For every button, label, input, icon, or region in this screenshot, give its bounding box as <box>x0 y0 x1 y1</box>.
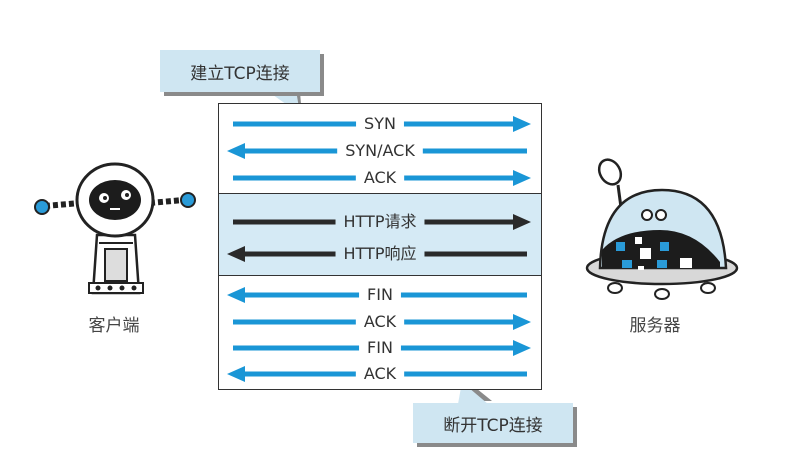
arrow-head <box>513 214 531 230</box>
server-robot-icon <box>585 158 739 300</box>
arrow-head <box>513 314 531 330</box>
message-row: FIN <box>219 336 541 360</box>
arrow-fin-1 <box>227 287 527 303</box>
callout-terminate-tcp: 断开TCP连接 <box>413 403 573 443</box>
arrow-http-request <box>233 214 531 230</box>
arrow-fin-2 <box>233 340 531 356</box>
arrow-head <box>227 246 245 262</box>
callout-establish-tcp: 建立TCP连接 <box>160 50 320 92</box>
message-row: ACK <box>219 166 541 190</box>
message-row: SYN <box>219 112 541 136</box>
message-row: ACK <box>219 362 541 386</box>
arrow-head <box>513 170 531 186</box>
arrow-head <box>227 366 245 382</box>
callout-terminate-text: 断开TCP连接 <box>443 415 543 436</box>
arrow-head <box>513 116 531 132</box>
http-section: HTTP请求 HTTP响应 <box>219 194 541 276</box>
close-section: FIN ACK FIN ACK <box>219 276 541 389</box>
sequence-box: SYN SYN/ACK ACK HTTP请求 HTTP响应 FIN ACK <box>218 103 542 390</box>
arrow-syn-ack <box>227 143 527 159</box>
message-row: HTTP请求 <box>219 210 541 234</box>
server-label: 服务器 <box>629 316 681 336</box>
message-row: SYN/ACK <box>219 139 541 163</box>
arrow-ack-2 <box>227 366 527 382</box>
arrow-head <box>513 340 531 356</box>
arrow-head <box>227 143 245 159</box>
client-label: 客户端 <box>88 316 140 336</box>
client-robot-icon <box>34 162 196 295</box>
callout-establish-text: 建立TCP连接 <box>190 63 290 84</box>
arrow-ack <box>233 170 531 186</box>
handshake-section: SYN SYN/ACK ACK <box>219 104 541 194</box>
arrow-http-response <box>227 246 527 262</box>
message-row: HTTP响应 <box>219 242 541 266</box>
message-row: ACK <box>219 310 541 334</box>
arrow-head <box>227 287 245 303</box>
arrow-syn <box>233 116 531 132</box>
arrow-ack-1 <box>233 314 531 330</box>
message-row: FIN <box>219 283 541 307</box>
